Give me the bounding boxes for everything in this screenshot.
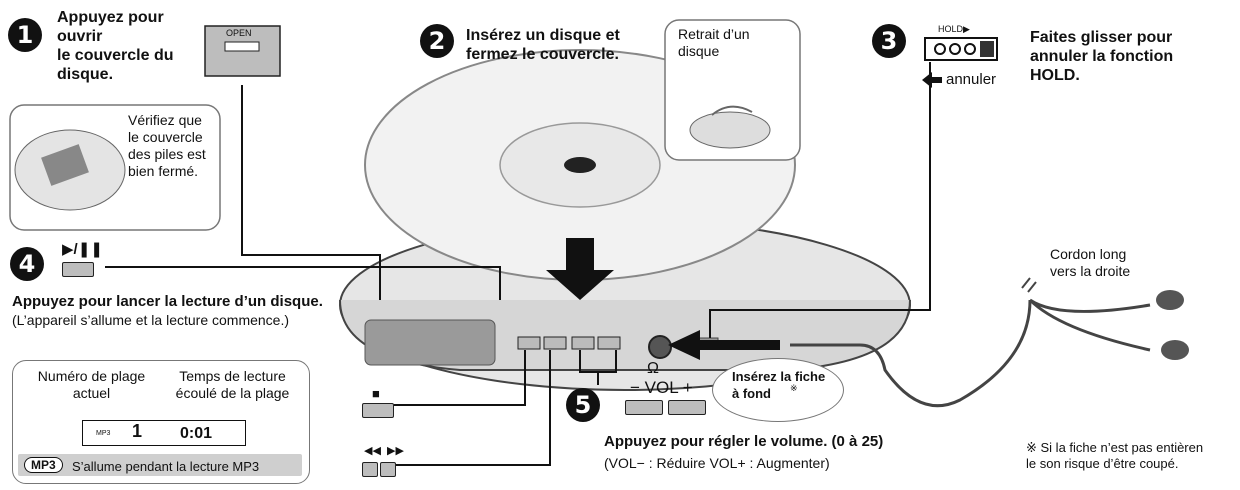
vol-label: − VOL + bbox=[630, 378, 693, 397]
earphone-cord-split bbox=[1028, 298, 1151, 352]
lcd-display bbox=[82, 420, 246, 446]
track-number-label: Numéro de plage actuel bbox=[37, 368, 146, 401]
step4-note: (L’appareil s’allume et la lecture comme… bbox=[12, 312, 290, 328]
play-pause-icon: ▶/❚❚ bbox=[62, 241, 103, 258]
earphone-left-icon bbox=[1156, 290, 1184, 310]
step5-instruction: Appuyez pour régler le volume. (0 à 25) bbox=[604, 433, 884, 450]
lcd-time-value: 0:01 bbox=[180, 425, 213, 442]
step-number-2: 2 bbox=[420, 24, 454, 58]
leader-hold bbox=[709, 62, 931, 338]
step4-instruction: Appuyez pour lancer la lecture d’un disq… bbox=[12, 293, 323, 310]
step-number-5: 5 bbox=[566, 388, 600, 422]
open-label: OPEN bbox=[226, 28, 252, 38]
lcd-mp3-indicator: MP3 bbox=[96, 430, 111, 437]
battery-check-note: Vérifiez que le couvercle des piles est … bbox=[128, 112, 206, 179]
mp3-note: S’allume pendant la lecture MP3 bbox=[72, 459, 260, 474]
elapsed-time-label: Temps de lecture écoulé de la plage bbox=[175, 368, 290, 401]
lcd-track-value: 1 bbox=[132, 421, 143, 441]
earphone-cord bbox=[790, 299, 1032, 408]
step5-note: (VOL− : Réduire VOL+ : Augmenter) bbox=[604, 455, 830, 471]
vol-minus-button[interactable] bbox=[625, 400, 663, 415]
vol-plus-button[interactable] bbox=[668, 400, 706, 415]
skip-forward-button[interactable] bbox=[380, 462, 396, 477]
mp3-note-bar bbox=[18, 454, 302, 476]
player-button-skip bbox=[543, 336, 567, 350]
step-number-1: 1 bbox=[8, 18, 42, 52]
player-button-vol-plus bbox=[597, 336, 621, 350]
stop-icon: ■ bbox=[372, 386, 380, 401]
step-number-4: 4 bbox=[10, 247, 44, 281]
plug-bubble-text: Insérez la fiche à fond bbox=[732, 369, 826, 401]
play-pause-button[interactable] bbox=[62, 262, 94, 277]
removal-label: Retrait d’un disque bbox=[678, 26, 750, 59]
hold-label: HOLD▶ bbox=[938, 24, 970, 34]
step3-instruction: Faites glisser pour annuler la fonction … bbox=[1030, 29, 1174, 84]
stop-button[interactable] bbox=[362, 403, 394, 418]
player-button-vol-minus bbox=[571, 336, 595, 350]
skip-back-button[interactable] bbox=[362, 462, 378, 477]
skip-icons: ◀◀ ▶▶ bbox=[364, 445, 404, 457]
plug-arrow-icon bbox=[668, 330, 780, 360]
arrow-left-icon bbox=[922, 72, 942, 88]
headphone-jack bbox=[648, 335, 672, 359]
plug-bubble-mark: ※ bbox=[790, 383, 798, 393]
plug-bubble bbox=[712, 358, 844, 422]
step1-instruction: Appuyez pour ouvrir le couvercle du disq… bbox=[57, 9, 174, 83]
leader-open bbox=[241, 85, 381, 300]
earphone-right-icon bbox=[1161, 340, 1189, 360]
removal-disc-icon bbox=[689, 111, 771, 149]
leader-skip bbox=[394, 350, 551, 466]
leader-play bbox=[105, 266, 501, 300]
headphone-icon: Ω bbox=[647, 360, 659, 377]
footnote: ※ Si la fiche n’est pas entièren le son … bbox=[1026, 440, 1204, 471]
disc-hole bbox=[564, 157, 596, 173]
mp3-badge: MP3 bbox=[24, 457, 63, 473]
step2-instruction: Insérez un disque et fermez le couvercle… bbox=[466, 27, 620, 63]
cord-label: Cordon long vers la droite bbox=[1050, 246, 1131, 279]
down-arrow-icon bbox=[546, 238, 614, 300]
step-number-3: 3 bbox=[872, 24, 906, 58]
cord-break-mark bbox=[1021, 277, 1037, 293]
leader-stop bbox=[394, 350, 526, 406]
player-button-stop bbox=[517, 336, 541, 350]
player-window bbox=[364, 319, 496, 366]
cancel-label: annuler bbox=[946, 71, 997, 88]
